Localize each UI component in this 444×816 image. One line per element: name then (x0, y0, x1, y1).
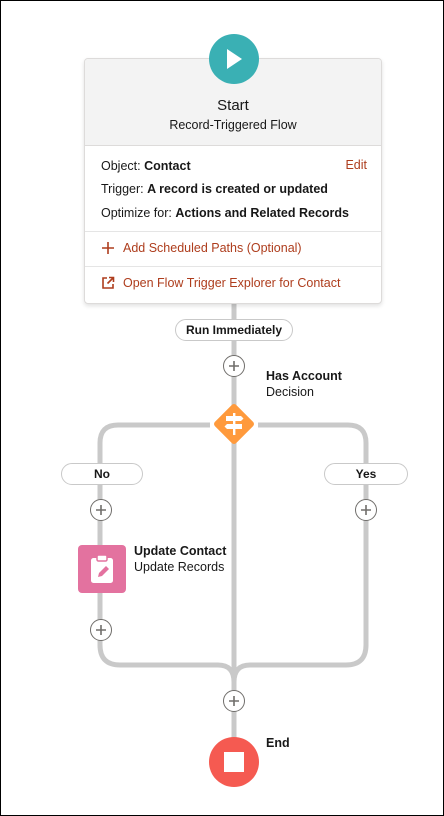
end-label: End (266, 736, 290, 750)
trigger-value: A record is created or updated (147, 182, 328, 196)
plus-icon (229, 361, 239, 371)
divider (85, 266, 381, 267)
no-branch-connector (97, 422, 237, 683)
trigger-row: Trigger: A record is created or updated (101, 182, 328, 196)
optimize-row: Optimize for: Actions and Related Record… (101, 206, 349, 220)
open-flow-trigger-explorer-label: Open Flow Trigger Explorer for Contact (123, 276, 341, 290)
yes-branch-connector (231, 422, 369, 683)
end-icon[interactable] (209, 737, 259, 787)
signpost-icon (224, 413, 244, 435)
decision-title: Has Account (266, 369, 342, 383)
decision-icon[interactable] (210, 400, 258, 448)
add-element-button[interactable] (90, 499, 112, 521)
start-subtitle: Record-Triggered Flow (169, 118, 297, 132)
add-scheduled-paths-label: Add Scheduled Paths (Optional) (123, 241, 302, 255)
stop-icon (224, 752, 244, 772)
add-scheduled-paths-link[interactable]: Add Scheduled Paths (Optional) (101, 241, 302, 255)
clipboard-edit-icon (91, 554, 113, 583)
update-title: Update Contact (134, 544, 227, 558)
start-icon[interactable] (209, 34, 259, 84)
start-title: Start (217, 97, 249, 114)
no-branch-label[interactable]: No (61, 463, 143, 485)
update-subtitle: Update Records (134, 560, 225, 574)
run-immediately-label[interactable]: Run Immediately (175, 319, 293, 341)
divider (85, 231, 381, 232)
trigger-label: Trigger: (101, 182, 144, 196)
edit-link[interactable]: Edit (345, 158, 367, 172)
open-flow-trigger-explorer-link[interactable]: Open Flow Trigger Explorer for Contact (101, 276, 340, 290)
object-label: Object: (101, 159, 141, 173)
plus-icon (229, 696, 239, 706)
plus-icon (361, 505, 371, 515)
add-element-button[interactable] (223, 355, 245, 377)
add-element-button[interactable] (90, 619, 112, 641)
yes-branch-label[interactable]: Yes (324, 463, 408, 485)
add-element-button[interactable] (355, 499, 377, 521)
update-records-icon[interactable] (78, 545, 126, 593)
optimize-label: Optimize for: (101, 206, 172, 220)
object-value: Contact (144, 159, 191, 173)
play-icon (227, 49, 242, 69)
add-element-button[interactable] (223, 690, 245, 712)
object-row: Object: Contact (101, 159, 191, 173)
plus-icon (102, 242, 114, 254)
plus-icon (96, 625, 106, 635)
external-link-icon (102, 276, 115, 289)
decision-subtitle: Decision (266, 385, 314, 399)
plus-icon (96, 505, 106, 515)
start-element-card[interactable]: Start Record-Triggered Flow Object: Cont… (84, 58, 382, 304)
optimize-value: Actions and Related Records (175, 206, 349, 220)
